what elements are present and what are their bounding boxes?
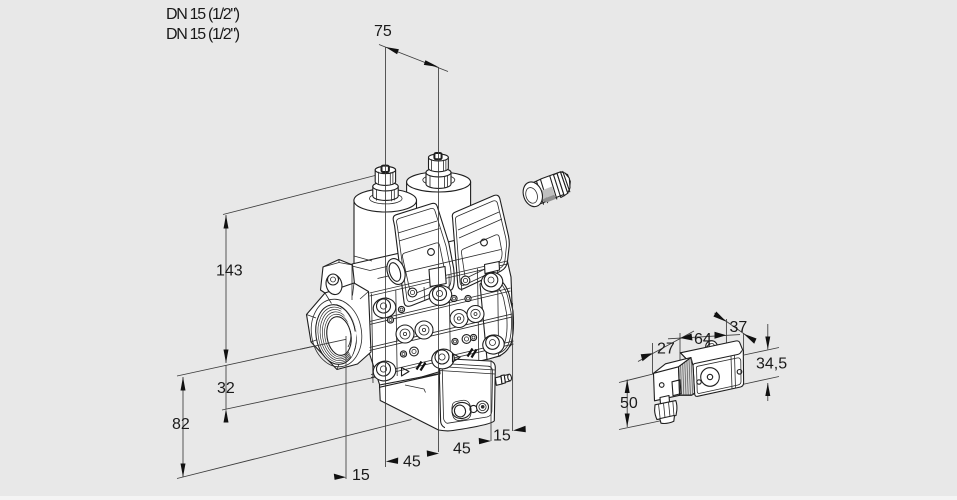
svg-text:DN 15 (1/2"): DN 15 (1/2") [166,6,240,23]
svg-text:64: 64 [694,331,712,348]
svg-text:32: 32 [217,380,235,397]
svg-text:45: 45 [403,454,421,471]
svg-text:15: 15 [493,428,511,445]
svg-text:45: 45 [453,441,471,458]
svg-text:34,5: 34,5 [756,356,787,373]
svg-text:143: 143 [216,263,243,280]
svg-text:15: 15 [352,467,370,484]
svg-text:82: 82 [172,416,190,433]
svg-text:75: 75 [374,23,392,40]
svg-text:DN 15 (1/2"): DN 15 (1/2") [166,26,240,43]
svg-text:50: 50 [620,395,638,412]
svg-text:27: 27 [657,341,675,358]
svg-text:37: 37 [730,319,748,336]
